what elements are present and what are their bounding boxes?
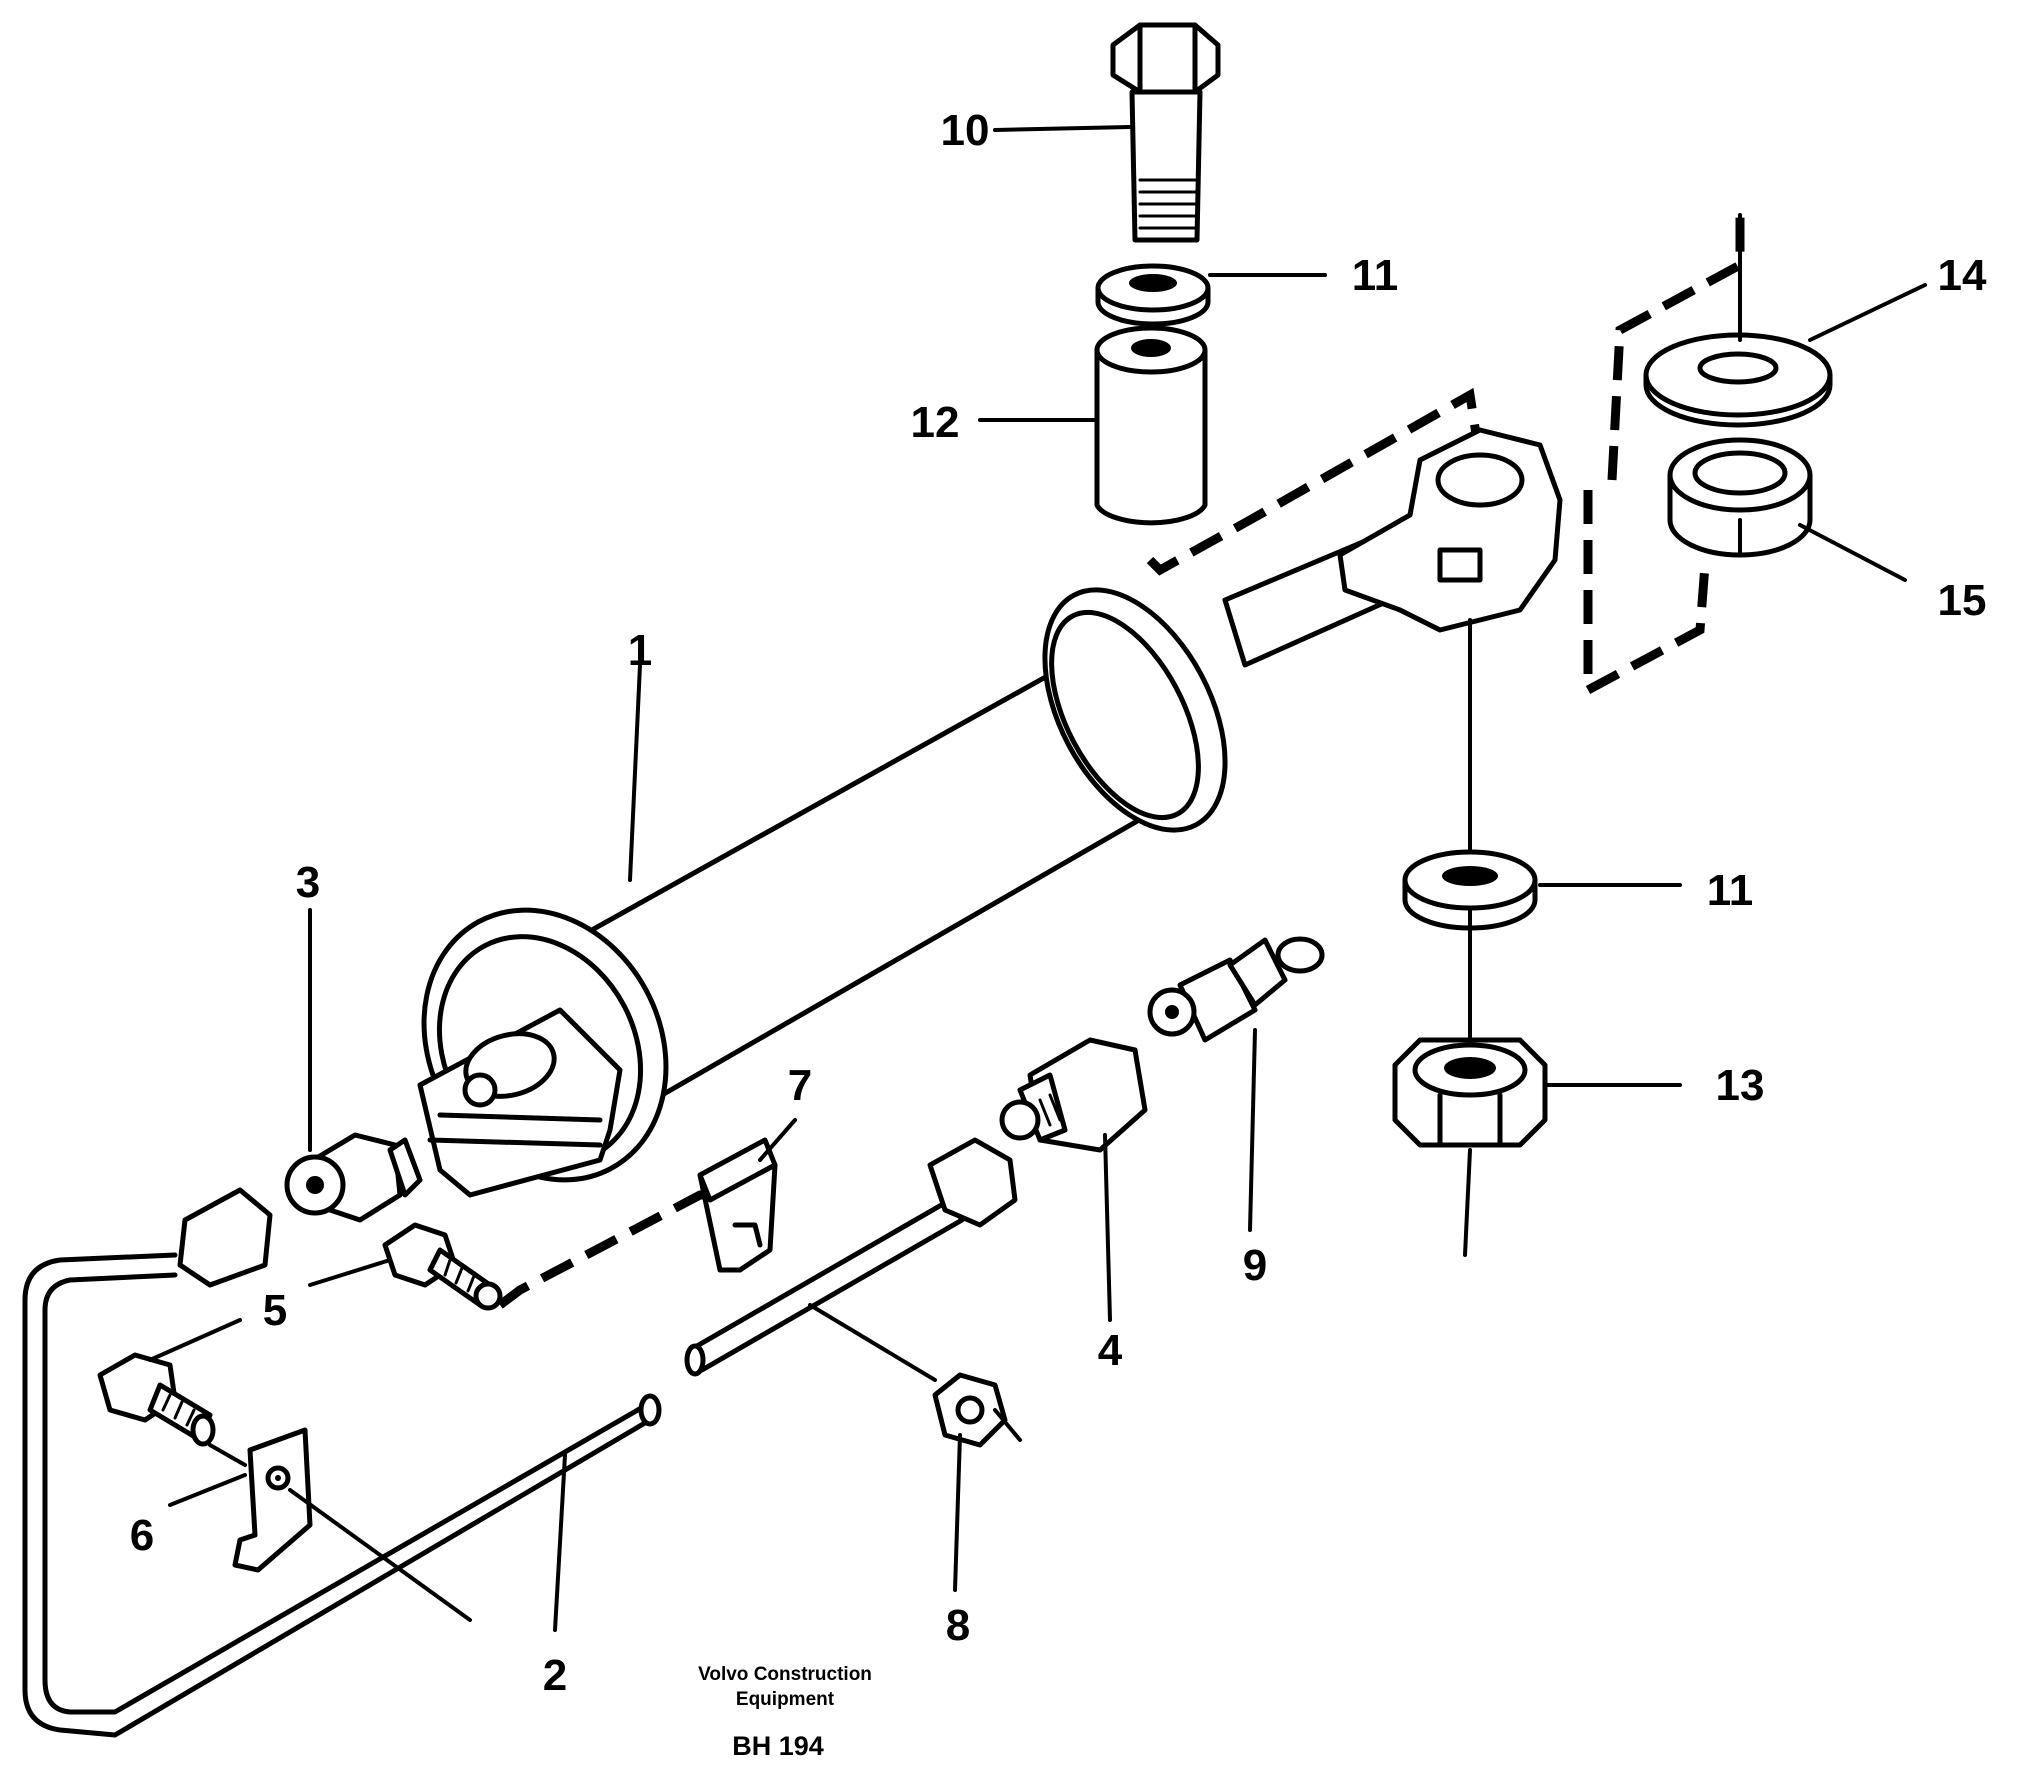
- dashed-line-rod-eye-bottom: [1583, 490, 1710, 698]
- label-part-6: 6: [130, 1511, 154, 1560]
- pipe-right-segment: [684, 1137, 1018, 1377]
- label-part-10: 10: [941, 106, 990, 155]
- lock-nut: [1392, 1037, 1548, 1148]
- screw-upper: [382, 1222, 503, 1311]
- label-part-8: 8: [946, 1601, 970, 1650]
- spacer-ring: [1667, 437, 1813, 558]
- caption-manufacturer-line1: Volvo Construction: [698, 1664, 872, 1685]
- rear-grease-port: [462, 1072, 498, 1108]
- brake-pipe: [22, 1187, 662, 1738]
- label-part-5: 5: [263, 1286, 287, 1335]
- label-part-7: 7: [788, 1061, 812, 1110]
- clip-upper: [697, 1137, 778, 1273]
- figure-caption: Volvo Construction Equipment BH 194: [698, 1664, 872, 1761]
- label-part-11-bottom: 11: [1707, 866, 1754, 915]
- washer-top: [1095, 263, 1211, 327]
- rear-clevis-block: [417, 1007, 623, 1198]
- label-part-14: 14: [1938, 251, 1987, 300]
- label-part-13: 13: [1716, 1061, 1765, 1110]
- label-part-4: 4: [1098, 1326, 1123, 1375]
- label-part-15: 15: [1938, 576, 1987, 625]
- label-part-9: 9: [1243, 1241, 1267, 1290]
- label-part-12: 12: [911, 398, 960, 447]
- rod-eye-bore: [1435, 452, 1525, 508]
- dashed-line-pin-to-rod-eye: [1146, 387, 1485, 576]
- dashed-line-screw-to-clip: [497, 1190, 715, 1309]
- label-part-3: 3: [296, 858, 320, 907]
- flat-washer: [1643, 332, 1833, 428]
- caption-figure-code: BH 194: [732, 1731, 824, 1761]
- pipe-clip: [232, 1427, 313, 1573]
- label-part-1: 1: [628, 626, 652, 675]
- label-part-11-top: 11: [1352, 251, 1399, 300]
- caption-manufacturer-line2: Equipment: [736, 1689, 835, 1710]
- part-labels: 1 2 3 4 5 6 7 8 9 10 11 12 13 14 15 11: [130, 106, 1987, 1700]
- hydraulic-cylinder: [417, 427, 1563, 1198]
- screw-lower: [97, 1352, 216, 1447]
- elbow-fitting: [284, 1132, 423, 1223]
- leader-lines: [148, 125, 1927, 1632]
- bolt: [1110, 22, 1221, 243]
- adapter-fitting: [999, 1037, 1148, 1153]
- grease-nipple: [1147, 936, 1325, 1043]
- bushing: [1094, 325, 1208, 526]
- label-part-2: 2: [543, 1651, 567, 1700]
- rod-eye-slot: [1437, 547, 1483, 583]
